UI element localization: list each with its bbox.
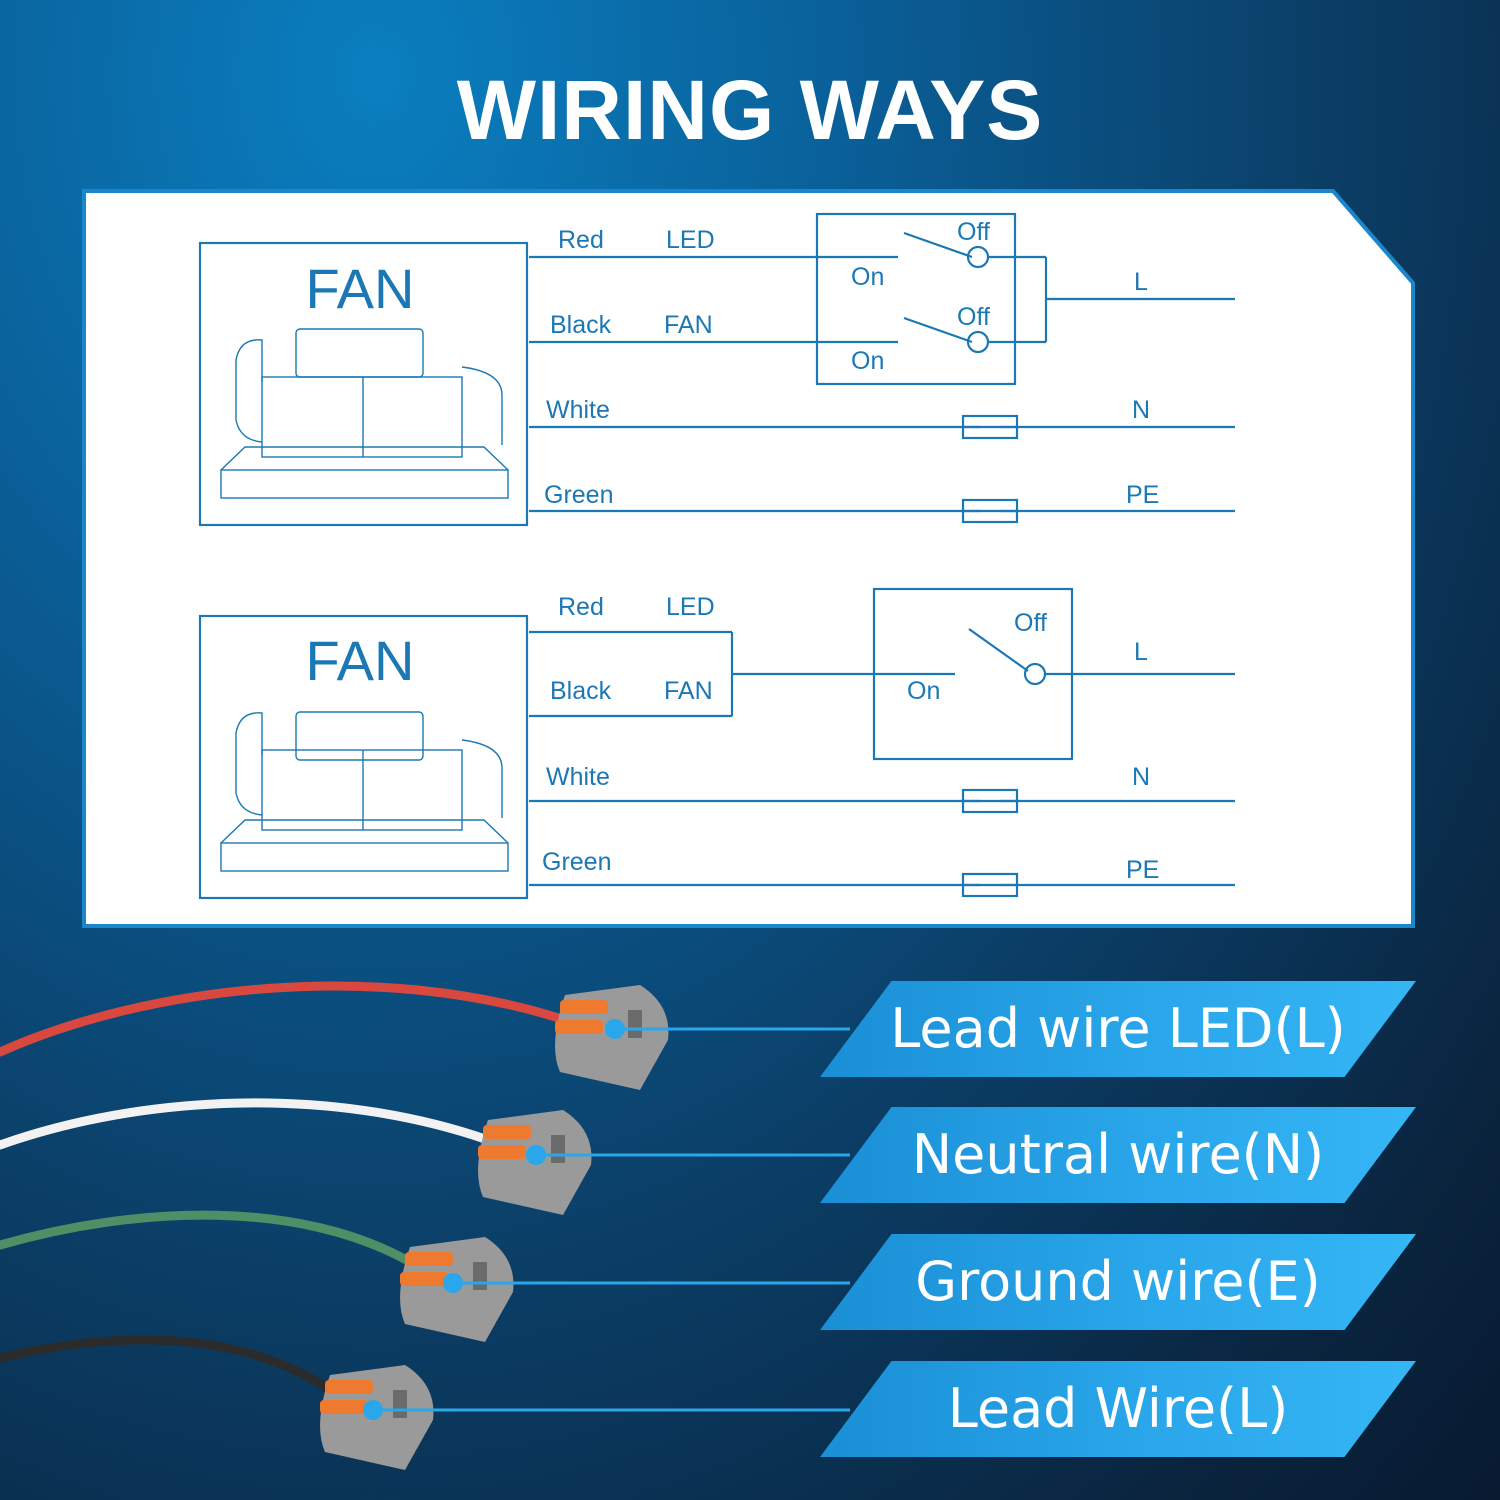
wire-color-label: White (546, 396, 610, 424)
wire-color-label: Black (550, 311, 612, 339)
wire-function-label: FAN (664, 311, 713, 339)
label-lead-wire-led: Lead wire LED(L) (820, 981, 1416, 1077)
switch-off-label: Off (957, 218, 990, 246)
label-text: Neutral wire(N) (911, 1123, 1325, 1186)
diagram-2 (198, 587, 1235, 900)
terminal-block-icon (961, 414, 1019, 440)
pointer-dot (443, 1273, 463, 1293)
switch-on-label: On (907, 677, 940, 705)
terminal-label-pe: PE (1126, 481, 1159, 509)
pointer-dot (526, 1145, 546, 1165)
diagram-1 (198, 212, 1235, 527)
wire-function-label: FAN (664, 677, 713, 705)
label-lead-wire: Lead Wire(L) (820, 1361, 1416, 1457)
pointers (363, 1019, 850, 1420)
terminal-label-pe: PE (1126, 856, 1159, 884)
pointer-dot (605, 1019, 625, 1039)
white-wire (0, 1098, 493, 1150)
switch-on-label: On (851, 347, 884, 375)
pointer-dot (363, 1400, 383, 1420)
fan-illustration-icon (220, 328, 509, 499)
wire-color-label: Red (558, 593, 604, 621)
fan-box (198, 614, 529, 900)
label-text: Lead wire LED(L) (890, 997, 1346, 1060)
red-wire (0, 981, 570, 1057)
page-title: WIRING WAYS (456, 63, 1044, 157)
wire-color-label: Black (550, 677, 612, 705)
switch-on-label: On (851, 263, 884, 291)
terminal-block-icon (961, 788, 1019, 814)
wire-color-label: Green (544, 481, 613, 509)
black-wire (0, 1335, 335, 1395)
fan-label: FAN (306, 629, 415, 692)
label-text: Lead Wire(L) (947, 1377, 1289, 1440)
terminal-block-icon (961, 872, 1019, 898)
terminal-label-l: L (1134, 268, 1148, 296)
label-ground-wire: Ground wire(E) (820, 1234, 1416, 1330)
wire-function-label: LED (666, 593, 715, 621)
wire-color-label: Red (558, 226, 604, 254)
green-wire (0, 1210, 415, 1267)
diagram-panel (82, 189, 1415, 928)
fan-illustration-icon (220, 711, 509, 872)
wire-color-label: White (546, 763, 610, 791)
terminal-block-icon (961, 498, 1019, 524)
terminal-label-l: L (1134, 638, 1148, 666)
wire-function-label: LED (666, 226, 715, 254)
fan-label: FAN (306, 257, 415, 320)
wires (0, 981, 570, 1395)
fan-box (198, 241, 529, 527)
label-text: Ground wire(E) (915, 1250, 1321, 1313)
label-neutral-wire: Neutral wire(N) (820, 1107, 1416, 1203)
terminal-label-n: N (1132, 396, 1150, 424)
dual-switch-box (815, 212, 1017, 386)
wire-color-label: Green (542, 848, 611, 876)
switch-off-label: Off (1014, 609, 1047, 637)
terminal-label-n: N (1132, 763, 1150, 791)
switch-off-label: Off (957, 303, 990, 331)
